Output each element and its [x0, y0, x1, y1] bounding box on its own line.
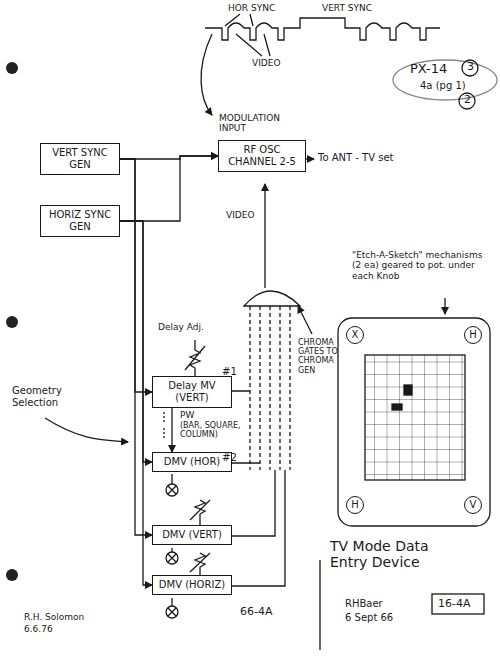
- wire: [232, 391, 285, 586]
- box-text: DMV (HOR): [157, 456, 227, 468]
- screen-mark: [404, 385, 412, 395]
- note-label: TV Mode Data Entry Device: [330, 538, 450, 570]
- screen-mark: [392, 404, 402, 410]
- note-label: RHBaer: [345, 598, 383, 610]
- box-text: H: [465, 327, 481, 342]
- note-label: To ANT - TV set: [318, 152, 394, 164]
- box-text: H: [347, 497, 363, 512]
- note-label: 16-4A: [438, 598, 471, 611]
- process-box: Delay MV (VERT): [152, 376, 232, 408]
- gate: [244, 291, 300, 306]
- knob-circle: V: [464, 496, 482, 514]
- signal-wire: [120, 159, 152, 392]
- box-text: VERT SYNC GEN: [45, 147, 115, 171]
- note-label: 4a (pg 1): [420, 80, 466, 92]
- box-text: DMV (HORIZ): [157, 579, 227, 591]
- box-text: HORIZ SYNC GEN: [45, 209, 115, 233]
- note-label: R.H. Solomon: [24, 612, 84, 622]
- box-text: X: [347, 327, 363, 342]
- number-box: [432, 594, 484, 614]
- knob-circle: H: [346, 496, 364, 514]
- box-text: RF OSC CHANNEL 2-5: [223, 144, 301, 168]
- note-label: #1: [222, 366, 237, 378]
- note-label: 6.6.76: [24, 624, 53, 634]
- stamp-circle: [462, 60, 478, 76]
- waveform-arrow: [201, 34, 212, 115]
- box-text: V: [465, 497, 481, 512]
- tv-screen: [365, 355, 465, 480]
- note-label: VIDEO: [252, 58, 281, 68]
- knob-symbol: [166, 474, 178, 618]
- switch: [163, 412, 164, 438]
- note-label: VIDEO: [226, 210, 255, 220]
- process-box: DMV (VERT): [152, 525, 232, 545]
- note-label: (BAR, SQUARE, COLUMN): [180, 421, 242, 439]
- process-box: DMV (HOR): [152, 452, 232, 472]
- knob-circle: H: [464, 326, 482, 344]
- process-box: MODULATION INPUTRF OSC CHANNEL 2-5: [218, 140, 306, 172]
- note-label: #2: [222, 452, 237, 464]
- process-box: DMV (HORIZ): [152, 575, 232, 595]
- stamp: [393, 60, 497, 100]
- video-arrow: [264, 184, 265, 288]
- geometry-arrow: [45, 418, 128, 442]
- note-label: CHROMA GATES TO CHROMA GEN: [298, 338, 338, 375]
- binder-holes: [6, 62, 18, 581]
- stamp-circle: [459, 93, 475, 109]
- chroma-arrow: [298, 306, 312, 334]
- tv-housing: [338, 318, 490, 526]
- gate-columns: [250, 306, 290, 470]
- signal-wire: [120, 221, 152, 585]
- note-label: PX-14: [410, 62, 447, 77]
- note-label: Delay Adj.: [158, 322, 204, 332]
- note-label: PW: [180, 410, 194, 420]
- signal-wire: [120, 159, 152, 535]
- note-label: VERT SYNC: [322, 3, 372, 13]
- pot: [190, 500, 210, 525]
- note-label: HOR SYNC: [228, 3, 275, 13]
- divider: [319, 560, 320, 650]
- note-label: 2: [464, 94, 471, 107]
- note-label: Geometry Selection: [12, 385, 74, 408]
- box-text: DMV (VERT): [157, 529, 227, 541]
- delay-pot: [185, 340, 205, 376]
- process-box: VERT SYNC GEN: [40, 143, 120, 175]
- pot: [190, 553, 210, 575]
- process-box: HORIZ SYNC GEN: [40, 205, 120, 237]
- note-label: 66-4A: [240, 606, 273, 619]
- note-label: 3: [467, 61, 474, 74]
- input-label: MODULATION INPUT: [219, 113, 299, 134]
- leader: [225, 14, 270, 56]
- knob-circle: X: [346, 326, 364, 344]
- box-text: Delay MV (VERT): [157, 380, 227, 404]
- signal-wire: [120, 221, 152, 462]
- note-label: 6 Sept 66: [345, 612, 393, 624]
- waveform: [205, 18, 440, 40]
- signal-wire: [171, 408, 172, 452]
- note-label: "Etch-A-Sketch" mechanisms (2 ea) geared…: [352, 250, 487, 281]
- etch-arrow: [444, 298, 445, 314]
